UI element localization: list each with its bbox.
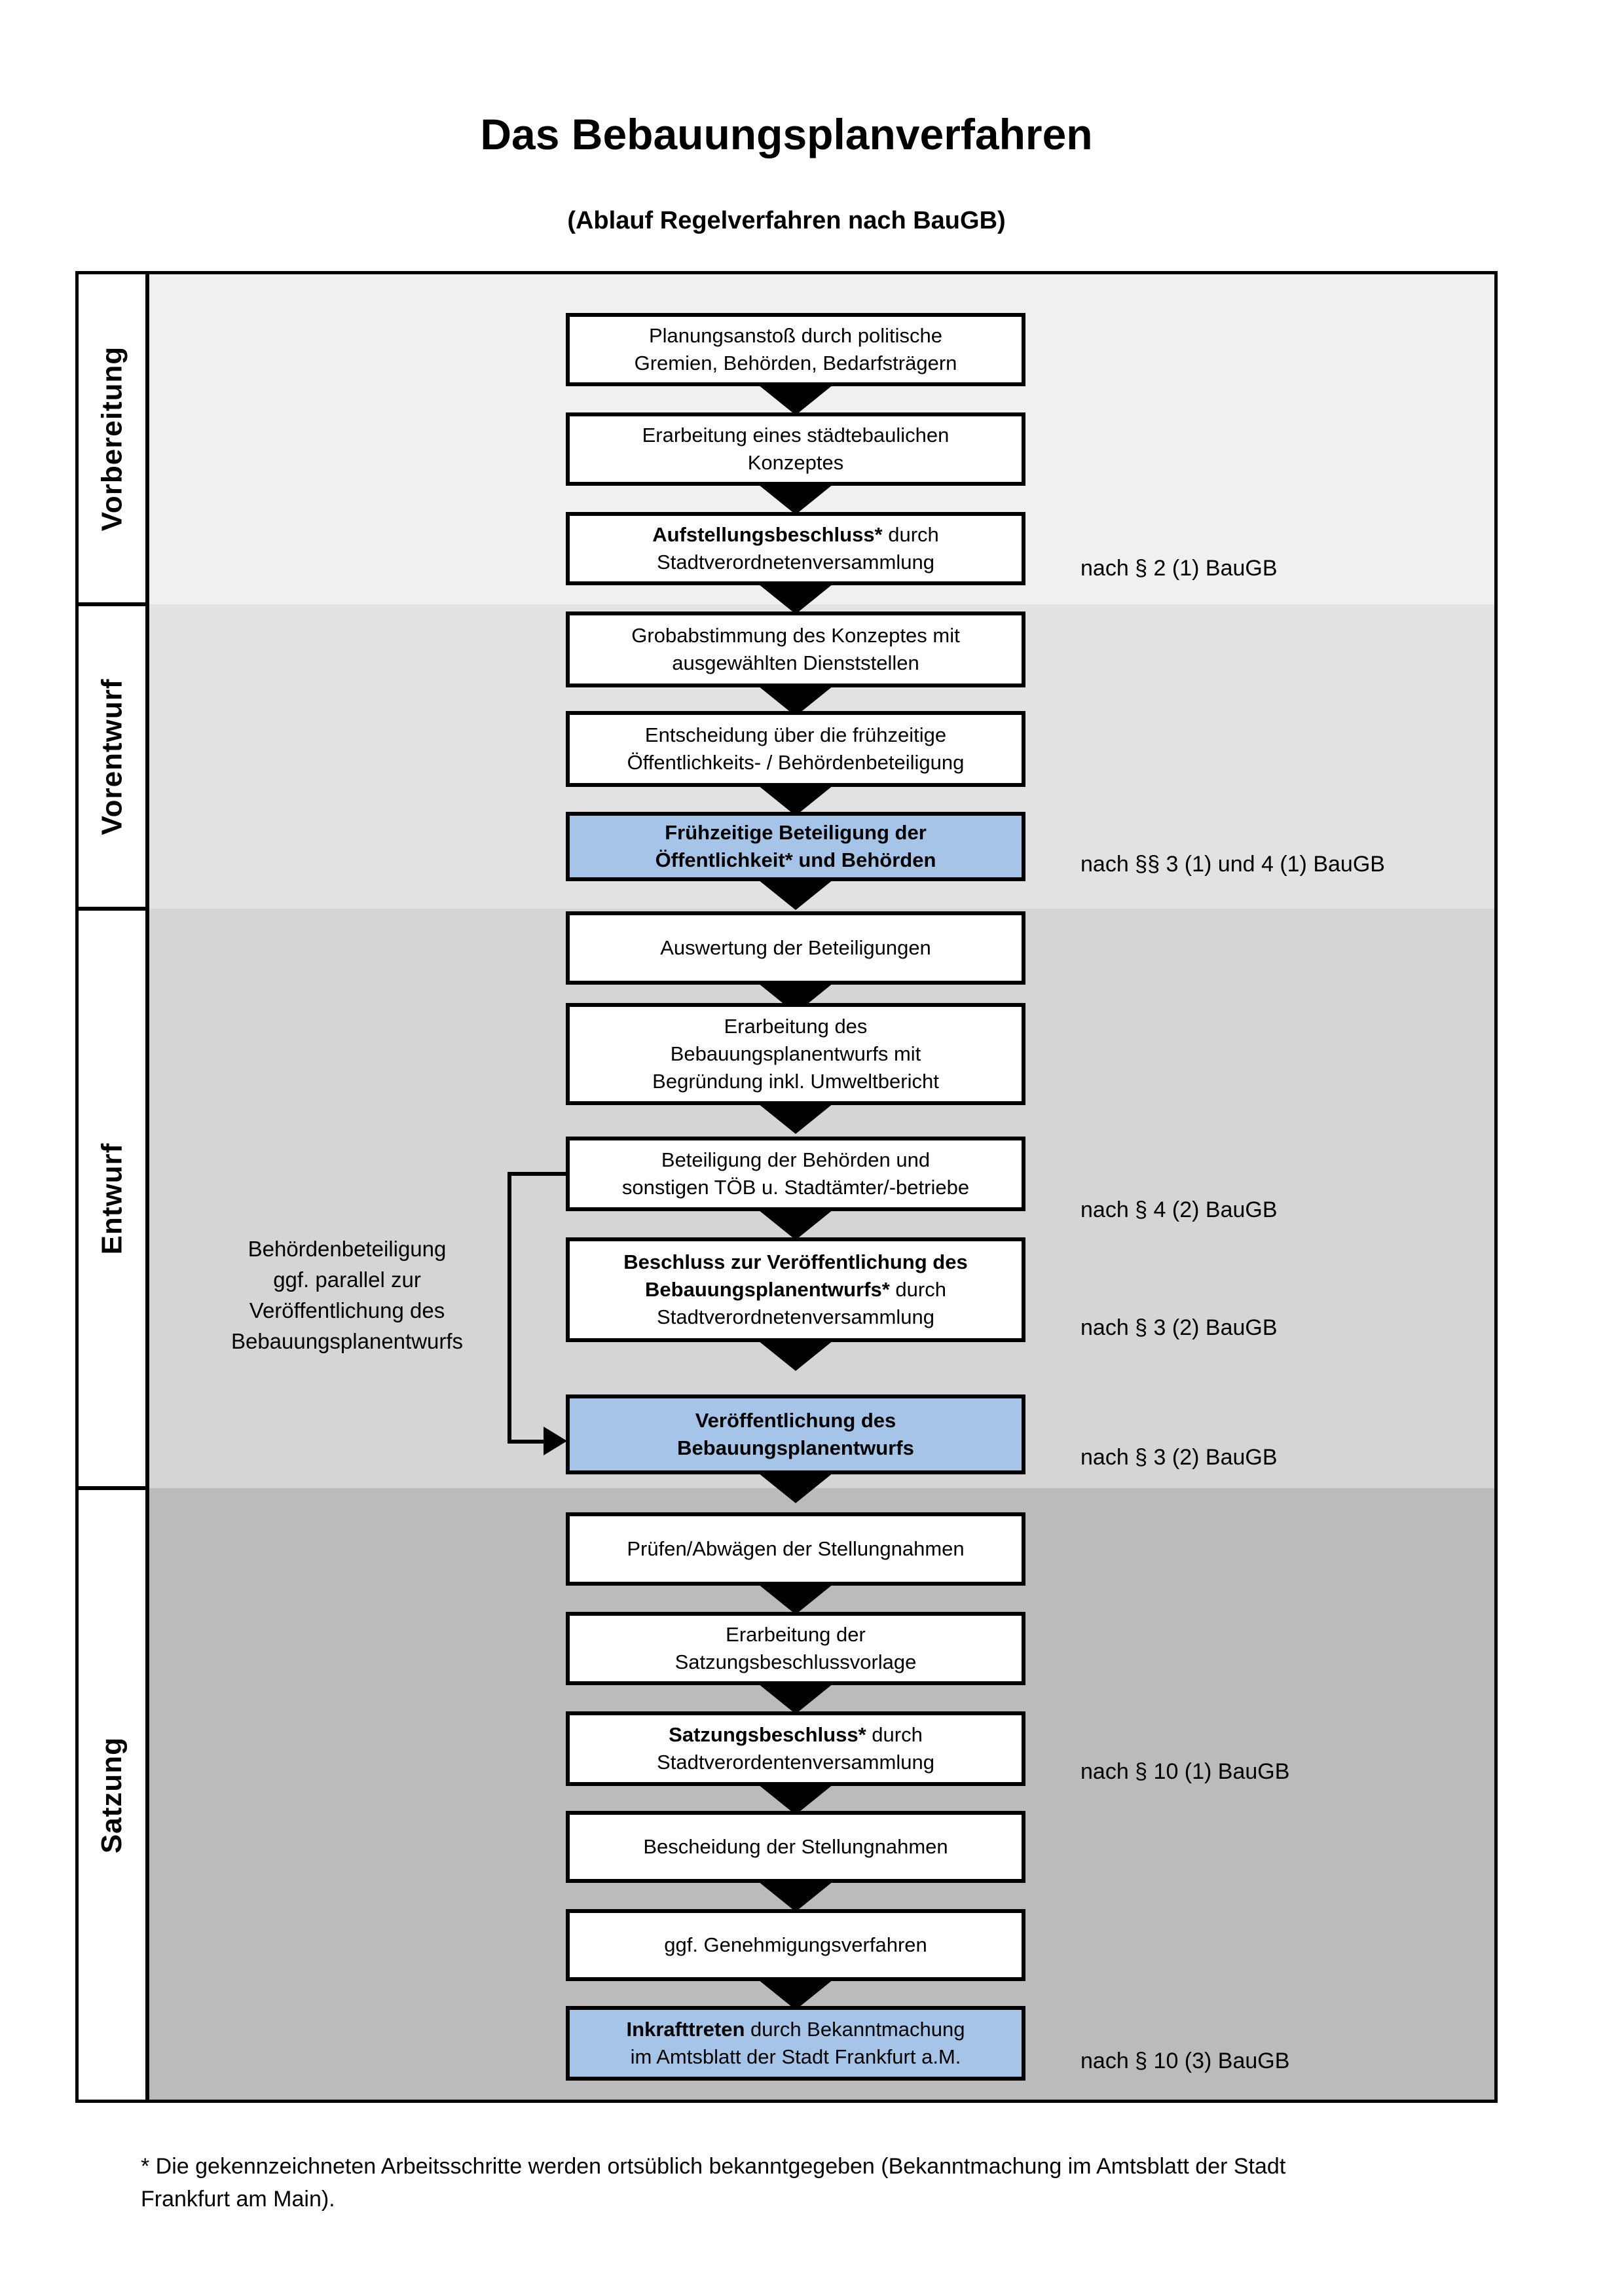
phase-label: Vorbereitung <box>96 346 128 531</box>
phase-label: Entwurf <box>96 1142 128 1254</box>
parallel-branch-connector <box>507 1172 566 1176</box>
arrow-right-icon <box>544 1427 567 1455</box>
arrow-down-icon <box>758 786 833 816</box>
parallel-branch-connector <box>507 1172 511 1444</box>
flow-step-auswertung: Auswertung der Beteiligungen <box>566 911 1025 985</box>
arrow-down-icon <box>758 1882 833 1912</box>
arrow-down-icon <box>758 1684 833 1714</box>
phase-divider <box>79 907 149 911</box>
arrow-down-icon <box>758 385 833 415</box>
legal-reference: nach § 10 (1) BauGB <box>1080 1759 1290 1784</box>
arrow-down-icon <box>758 1473 833 1503</box>
phase-cell-satzung: Satzung <box>79 1490 145 2100</box>
legal-reference: nach § 10 (3) BauGB <box>1080 2049 1290 2073</box>
flow-step-konzept-erarbeitung: Erarbeitung eines städtebaulichen Konzep… <box>566 412 1025 486</box>
arrow-down-icon <box>758 880 833 910</box>
page-subtitle: (Ablauf Regelverfahren nach BauGB) <box>567 207 1006 234</box>
legal-reference: nach §§ 3 (1) und 4 (1) BauGB <box>1080 852 1385 877</box>
flow-step-entscheidung-beteiligung: Entscheidung über die frühzeitige Öffent… <box>566 711 1025 787</box>
phase-divider <box>79 602 149 606</box>
flow-step-pruefen-abwaegen: Prüfen/Abwägen der Stellungnahmen <box>566 1512 1025 1586</box>
arrow-down-icon <box>758 1104 833 1134</box>
flow-step-inkrafttreten: Inkrafttreten durch Bekanntmachung im Am… <box>566 2006 1025 2081</box>
phase-sidebar <box>79 274 149 2100</box>
arrow-down-icon <box>758 484 833 515</box>
phase-label: Vorentwurf <box>96 678 128 835</box>
flow-step-beschluss-veroeffentlichung: Beschluss zur Veröffentlichung des Bebau… <box>566 1237 1025 1342</box>
arrow-down-icon <box>758 584 833 614</box>
legal-reference: nach § 3 (2) BauGB <box>1080 1445 1278 1470</box>
arrow-down-icon <box>758 1980 833 2010</box>
legal-reference: nach § 4 (2) BauGB <box>1080 1197 1278 1222</box>
phase-cell-vorbereitung: Vorbereitung <box>79 274 145 602</box>
flow-step-aufstellungsbeschluss: Aufstellungsbeschluss* durch Stadtverord… <box>566 512 1025 585</box>
flow-step-behoerdenbeteiligung: Beteiligung der Behörden und sonstigen T… <box>566 1137 1025 1211</box>
phase-cell-vorentwurf: Vorentwurf <box>79 606 145 907</box>
legal-reference: nach § 2 (1) BauGB <box>1080 556 1278 581</box>
flow-step-satzungsbeschluss: Satzungsbeschluss* durch Stadtverordente… <box>566 1711 1025 1786</box>
phase-cell-entwurf: Entwurf <box>79 911 145 1486</box>
phase-label: Satzung <box>96 1736 128 1853</box>
parallel-branch-connector <box>507 1440 547 1444</box>
arrow-down-icon <box>758 1785 833 1815</box>
phase-divider <box>79 1486 149 1490</box>
arrow-down-icon <box>758 1341 833 1371</box>
side-annotation: Behördenbeteiligung ggf. parallel zur Ve… <box>231 1237 464 1353</box>
arrow-down-icon <box>758 1210 833 1240</box>
flow-step-veroeffentlichung: Veröffentlichung des Bebauungsplanentwur… <box>566 1394 1025 1474</box>
flow-step-grobabstimmung: Grobabstimmung des Konzeptes mit ausgewä… <box>566 611 1025 687</box>
flow-step-bescheidung: Bescheidung der Stellungnahmen <box>566 1811 1025 1883</box>
legal-reference: nach § 3 (2) BauGB <box>1080 1315 1278 1340</box>
flow-step-genehmigungsverfahren: ggf. Genehmigungsverfahren <box>566 1909 1025 1981</box>
flow-step-planungsanstoss: Planungsanstoß durch politische Gremien,… <box>566 313 1025 386</box>
flow-step-entwurf-erarbeitung: Erarbeitung des Bebauungsplanentwurfs mi… <box>566 1003 1025 1105</box>
page-title: Das Bebauungsplanverfahren <box>480 110 1093 158</box>
flow-step-fruehzeitige-beteiligung: Frühzeitige Beteiligung der Öffentlichke… <box>566 812 1025 881</box>
flow-step-satzungsvorlage: Erarbeitung der Satzungsbeschlussvorlage <box>566 1612 1025 1685</box>
arrow-down-icon <box>758 1584 833 1614</box>
diagram-frame: Vorbereitung Vorentwurf Entwurf Satzung … <box>75 271 1498 2103</box>
footnote: * Die gekennzeichneten Arbeitsschritte w… <box>141 2154 1286 2212</box>
